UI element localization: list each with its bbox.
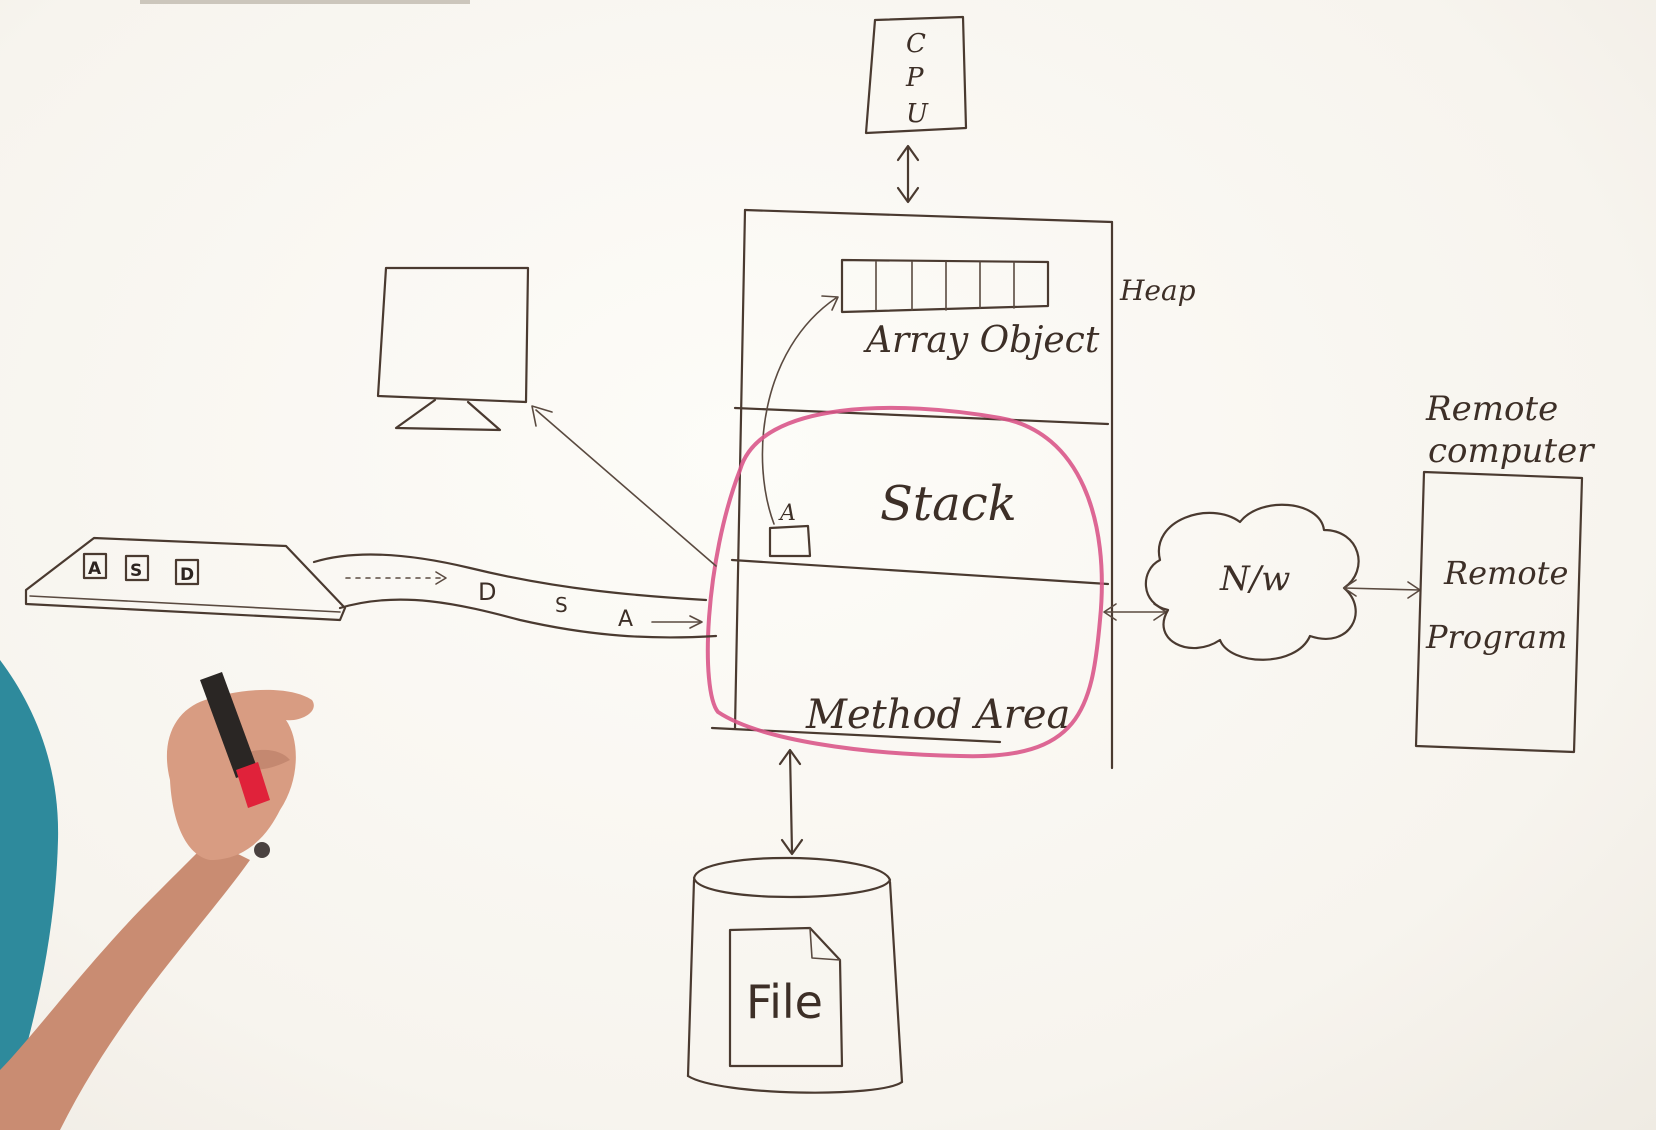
cpu-memory-arrow [896,144,920,204]
heap-label: Heap [1119,274,1196,307]
key-d-label: D [180,565,194,585]
remote-computer-label-line1: Remote [1425,389,1558,429]
network-label: N/w [1219,559,1290,599]
array-object-cells [840,258,1050,314]
stack-variable-label: A [778,501,796,526]
stream-char-s: S [555,593,568,617]
key-s-label: S [130,561,142,581]
method-area-label: Method Area [805,692,1070,738]
stack-variable-box: A [768,501,812,558]
monitor-icon [376,266,530,432]
remote-program-label-line1: Remote [1443,554,1568,592]
file-label: File [746,975,823,1029]
database-cylinder-icon [686,856,904,1094]
keyboard-icon: A S D [24,536,347,622]
network-remote-arrow [1343,579,1421,599]
remote-program-label-line2: Program [1425,618,1567,656]
highlight-loop [705,405,1104,759]
remote-computer-box: Remote Program [1414,470,1584,754]
stream-char-a: A [618,607,633,632]
input-stream: D S A [312,553,718,639]
stream-char-d: D [478,578,496,606]
output-arrow [531,405,717,567]
cloud-icon: N/w [1144,503,1360,661]
stack-label: Stack [880,476,1017,532]
marker-pen [200,672,270,858]
file-io-arrow [778,748,804,856]
remote-computer-label-line2: computer [1428,431,1595,471]
reference-arrow [761,297,837,525]
cpu-label-p: P [905,63,924,93]
presenter-arm [0,660,314,1130]
key-a-label: A [88,559,102,579]
cpu-box: C P U [864,15,968,135]
cpu-label-c: C [906,29,926,59]
cpu-label-u: U [906,99,929,129]
file-document-icon: File [728,926,844,1068]
array-object-label: Array Object [863,320,1100,361]
